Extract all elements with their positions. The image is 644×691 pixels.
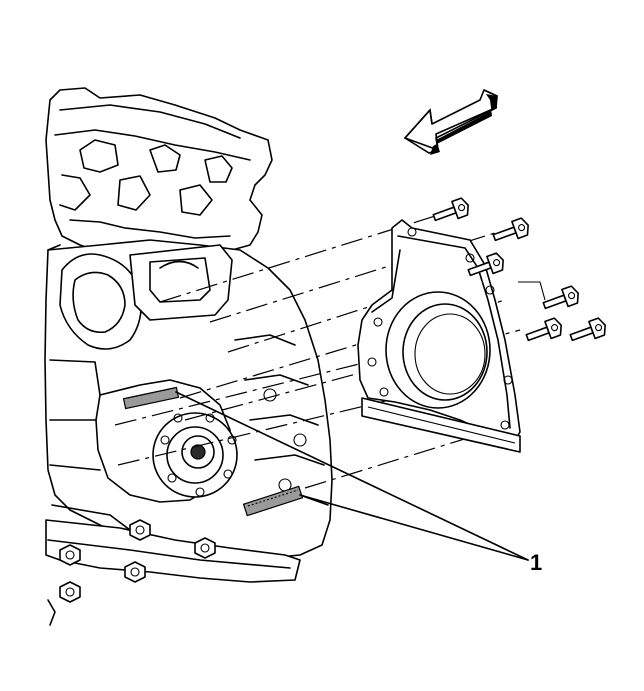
- front-of-engine-arrow-icon: [403, 89, 498, 155]
- crank-flange-holes: [160, 413, 237, 497]
- rear-seal-housing: [357, 219, 521, 453]
- bolt-2: [492, 217, 529, 242]
- bolt-4: [542, 285, 579, 310]
- engine-block: [44, 87, 333, 626]
- oil-pan-bolts: [59, 519, 216, 603]
- bolt-1: [432, 197, 469, 222]
- housing-bolts: [432, 197, 606, 342]
- callout-1-label: 1: [530, 550, 542, 575]
- bolt-3: [467, 252, 504, 277]
- bolt-6: [569, 317, 606, 342]
- callout-1-leaders: [175, 391, 529, 561]
- locating-stud-lower: [242, 485, 304, 517]
- bolt-5: [525, 317, 562, 342]
